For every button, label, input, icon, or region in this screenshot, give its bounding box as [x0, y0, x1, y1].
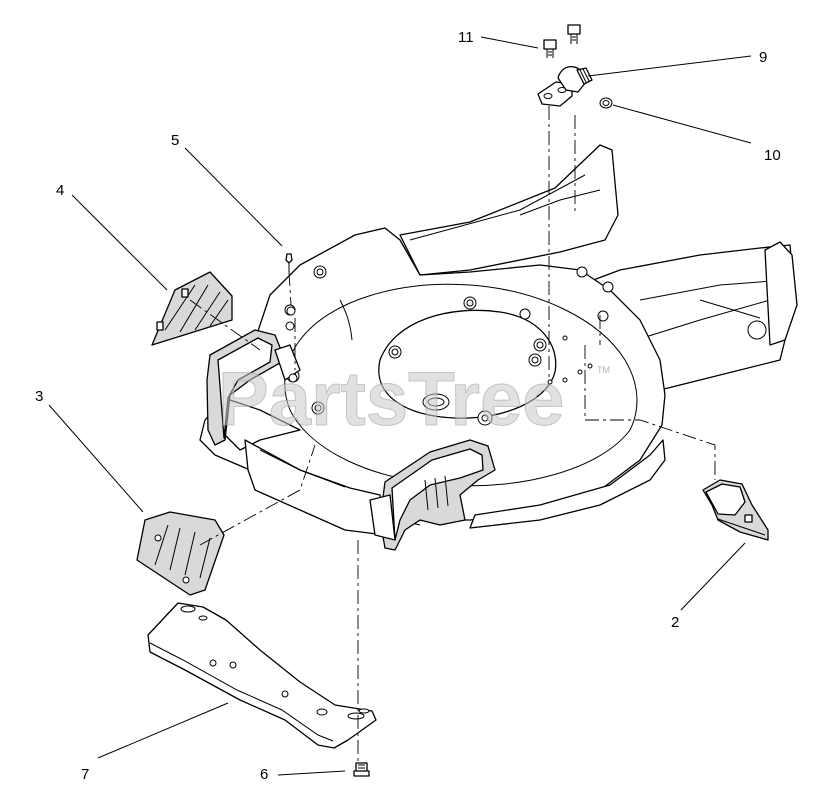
callout-11: 11: [458, 29, 474, 46]
baffle-part-3: [136, 511, 225, 596]
partstree-watermark: PartsTree TM: [218, 357, 611, 443]
right-bumper: [369, 439, 496, 551]
left-bumper: [206, 329, 301, 446]
fitting-part-9: [537, 66, 593, 107]
blade-bar-part-7: [147, 602, 377, 749]
o-ring-part-10: [599, 97, 613, 109]
baffle-part-4: [151, 271, 233, 346]
callout-10: 10: [764, 147, 781, 164]
rear-chute-housing: [399, 144, 798, 396]
baffle-part-2: [702, 479, 769, 541]
callout-6: 6: [260, 766, 268, 783]
callout-7: 7: [81, 766, 89, 783]
assembly-centerlines: [189, 106, 716, 762]
screw-part-5: [285, 253, 298, 383]
callout-4: 4: [56, 182, 64, 199]
bolts-part-11: [543, 24, 581, 58]
watermark-text: PartsTree: [218, 357, 564, 442]
callout-numbers: 11 9 10 5 4 3 2 7 6: [35, 29, 781, 783]
callout-2: 2: [671, 614, 679, 631]
front-skirt: [209, 399, 386, 536]
callout-5: 5: [171, 132, 179, 149]
leader-lines: [48, 36, 752, 776]
bolt-part-6: [353, 762, 370, 777]
callout-3: 3: [35, 388, 43, 405]
watermark-trademark: TM: [597, 365, 610, 375]
callout-9: 9: [759, 49, 767, 66]
